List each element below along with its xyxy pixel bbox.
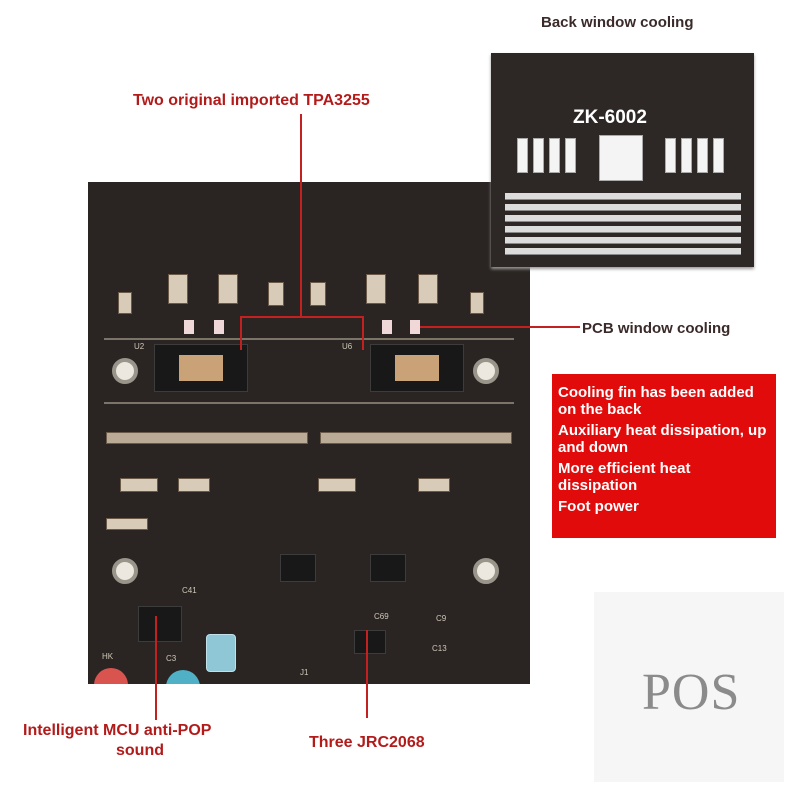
heatsink-fin [505,237,741,244]
mcu-callout-line [155,616,157,720]
component-row [106,432,308,444]
feature-item: More efficient heat dissipation [558,460,691,494]
amplifier-pcb: U2 U6 C41 C3 HK J1 C69 C9 C13 [88,182,530,684]
back-pad [681,138,692,173]
jrc2068-chip [370,554,406,582]
mcu-label-line2: sound [116,742,164,759]
capacitor [366,274,386,304]
board-divider [104,338,514,340]
u6-silkscreen: U6 [342,342,353,351]
module-model-label: ZK-6002 [573,107,647,128]
mounting-hole [112,558,138,584]
back-pad [697,138,708,173]
mounting-hole [473,558,499,584]
feature-box: Cooling fin has been added on the back A… [552,374,776,538]
tpa3255-chip-u2 [154,344,248,392]
component-group [120,478,158,492]
mcu-chip [138,606,182,642]
back-pad [713,138,724,173]
capacitor [168,274,188,304]
back-pad [517,138,528,173]
capacitor [418,274,438,304]
capacitor [268,282,284,306]
c3-silkscreen: C3 [166,654,177,663]
c13-silkscreen: C13 [432,644,447,653]
heatsink-fin [505,204,741,211]
heatsink-fin [505,215,741,222]
c41-silkscreen: C41 [182,586,197,595]
chip-thermal-pad [179,355,223,381]
heatsink-fin [505,226,741,233]
tpa-callout-line [362,316,364,350]
cooling-pad [382,320,392,334]
c69-silkscreen: C69 [374,612,389,621]
mounting-hole [112,358,138,384]
back-window-cooling-label: Back window cooling [541,14,694,31]
component-group [178,478,210,492]
hk-silkscreen: HK [102,652,114,661]
component-row [320,432,512,444]
electrolytic-capacitor [206,634,236,672]
back-pad [549,138,560,173]
capacitor [118,292,132,314]
mounting-hole [473,358,499,384]
cooling-pad [184,320,194,334]
capacitor [310,282,326,306]
capacitor [470,292,484,314]
heatsink-fin [505,248,741,255]
jrc2068-label: Three JRC2068 [309,734,425,751]
feature-item: Auxiliary heat dissipation, up and down [558,422,767,456]
watermark-text: POS [642,664,741,721]
cooling-pad [214,320,224,334]
mcu-label-line1: Intelligent MCU anti-POP [23,722,212,739]
component-group [318,478,356,492]
pcb-cooling-callout-line [420,326,580,328]
back-pad [533,138,544,173]
electrolytic-capacitor [166,670,200,684]
jrc-callout-line [366,630,368,718]
chip-thermal-pad [395,355,439,381]
jrc2068-chip [354,630,386,654]
heatsink-fin [505,193,741,200]
feature-item: Cooling fin has been added on the back [558,384,754,418]
c9-silkscreen: C9 [436,614,447,623]
tpa-callout-line [240,316,364,318]
component-group [106,518,148,530]
capacitor [218,274,238,304]
tpa-callout-line [240,316,242,350]
tpa3255-label: Two original imported TPA3255 [133,92,370,109]
back-pad [665,138,676,173]
jrc2068-chip [280,554,316,582]
back-pad [565,138,576,173]
electrolytic-capacitor [94,668,128,684]
board-divider [104,402,514,404]
j1-silkscreen: J1 [300,668,309,677]
pcb-window-cooling-label: PCB window cooling [582,320,731,337]
cooling-pad [410,320,420,334]
component-group [418,478,450,492]
tpa3255-chip-u6 [370,344,464,392]
u2-silkscreen: U2 [134,342,145,351]
tpa-callout-line [300,114,302,318]
back-window-cooling-photo: ZK-6002 [491,53,754,267]
center-thermal-window [599,135,643,181]
feature-item: Foot power [558,498,639,515]
watermark-panel [594,592,784,782]
